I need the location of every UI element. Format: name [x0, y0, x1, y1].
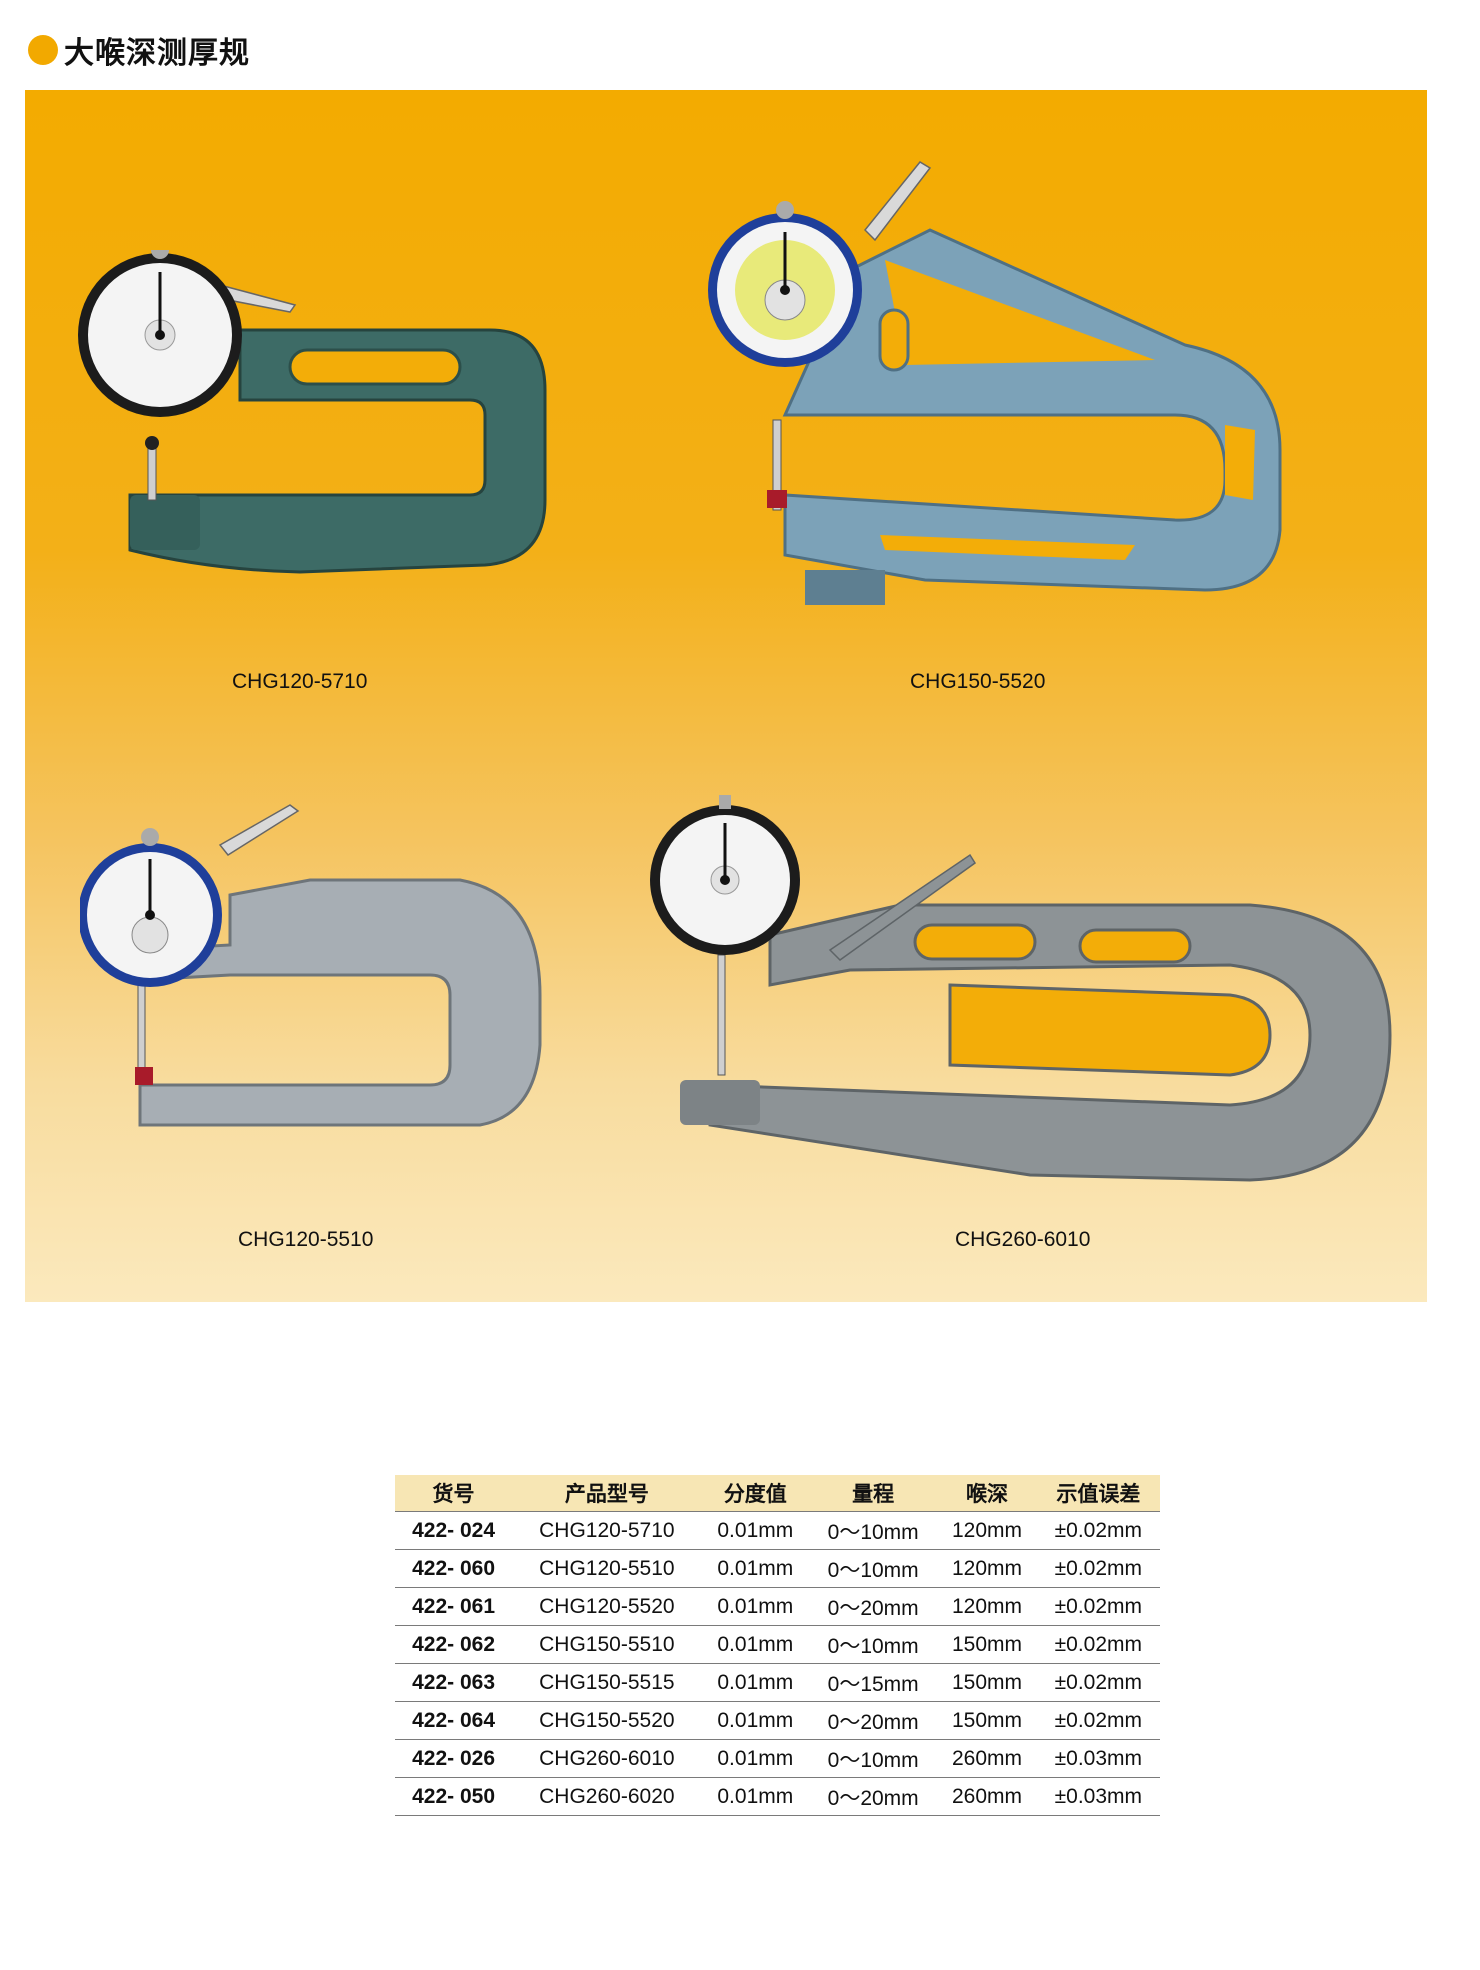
- cell-item-no: 422- 063: [395, 1663, 513, 1702]
- product-image-chg260-6010: [650, 795, 1392, 1182]
- cell-resolution: 0.01mm: [701, 1663, 809, 1702]
- cell-accuracy: ±0.02mm: [1036, 1587, 1160, 1626]
- cell-accuracy: ±0.02mm: [1036, 1701, 1160, 1740]
- cell-throat-depth: 150mm: [937, 1663, 1037, 1702]
- cell-resolution: 0.01mm: [701, 1511, 809, 1550]
- cell-accuracy: ±0.02mm: [1036, 1625, 1160, 1664]
- col-header-model: 产品型号: [512, 1475, 702, 1512]
- cell-item-no: 422- 026: [395, 1739, 513, 1778]
- cell-range: 0～10mm: [809, 1739, 938, 1778]
- table-row: 422- 026 CHG260-6010 0.01mm 0～10mm 260mm…: [395, 1739, 1160, 1778]
- product-caption: CHG260-6010: [955, 1228, 1091, 1251]
- cell-throat-depth: 260mm: [937, 1777, 1037, 1816]
- product-image-chg120-5710: [78, 250, 547, 574]
- cell-throat-depth: 150mm: [937, 1625, 1037, 1664]
- cell-resolution: 0.01mm: [701, 1739, 809, 1778]
- cell-item-no: 422- 060: [395, 1549, 513, 1588]
- cell-resolution: 0.01mm: [701, 1777, 809, 1816]
- cell-range: 0～10mm: [809, 1549, 938, 1588]
- col-header-throat-depth: 喉深: [937, 1475, 1037, 1512]
- bullet-dot-icon: [28, 35, 58, 65]
- cell-throat-depth: 120mm: [937, 1587, 1037, 1626]
- col-header-resolution: 分度值: [701, 1475, 809, 1512]
- cell-item-no: 422- 050: [395, 1777, 513, 1816]
- cell-accuracy: ±0.02mm: [1036, 1663, 1160, 1702]
- cell-resolution: 0.01mm: [701, 1587, 809, 1626]
- cell-throat-depth: 120mm: [937, 1549, 1037, 1588]
- cell-resolution: 0.01mm: [701, 1701, 809, 1740]
- cell-range: 0～20mm: [809, 1777, 938, 1816]
- product-caption: CHG120-5510: [238, 1228, 374, 1251]
- cell-accuracy: ±0.02mm: [1036, 1549, 1160, 1588]
- cell-range: 0～20mm: [809, 1587, 938, 1626]
- product-image-chg120-5510: [80, 804, 542, 1127]
- cell-throat-depth: 120mm: [937, 1511, 1037, 1550]
- section-title: 大喉深测厚规: [28, 30, 250, 71]
- cell-model: CHG260-6010: [512, 1739, 702, 1778]
- cell-model: CHG120-5520: [512, 1587, 702, 1626]
- cell-resolution: 0.01mm: [701, 1625, 809, 1664]
- cell-range: 0～10mm: [809, 1511, 938, 1550]
- cell-item-no: 422- 062: [395, 1625, 513, 1664]
- table-row: 422- 064 CHG150-5520 0.01mm 0～20mm 150mm…: [395, 1701, 1160, 1740]
- page-title: 大喉深测厚规: [64, 36, 250, 71]
- col-header-range: 量程: [809, 1475, 938, 1512]
- product-image-chg150-5520: [708, 161, 1282, 605]
- cell-throat-depth: 260mm: [937, 1739, 1037, 1778]
- spec-table: 货号 产品型号 分度值 量程 喉深 示值误差 422- 024 CHG120-5…: [395, 1475, 1160, 1816]
- cell-model: CHG120-5710: [512, 1511, 702, 1550]
- cell-throat-depth: 150mm: [937, 1701, 1037, 1740]
- cell-item-no: 422- 024: [395, 1511, 513, 1550]
- product-caption: CHG150-5520: [910, 670, 1046, 693]
- cell-model: CHG150-5510: [512, 1625, 702, 1664]
- product-caption: CHG120-5710: [232, 670, 368, 693]
- cell-range: 0～20mm: [809, 1701, 938, 1740]
- cell-model: CHG120-5510: [512, 1549, 702, 1588]
- table-row: 422- 063 CHG150-5515 0.01mm 0～15mm 150mm…: [395, 1663, 1160, 1702]
- cell-range: 0～15mm: [809, 1663, 938, 1702]
- table-header-row: 货号 产品型号 分度值 量程 喉深 示值误差: [395, 1475, 1160, 1512]
- table-row: 422- 061 CHG120-5520 0.01mm 0～20mm 120mm…: [395, 1587, 1160, 1626]
- table-row: 422- 024 CHG120-5710 0.01mm 0～10mm 120mm…: [395, 1511, 1160, 1550]
- cell-range: 0～10mm: [809, 1625, 938, 1664]
- col-header-accuracy: 示值误差: [1036, 1475, 1160, 1512]
- cell-model: CHG260-6020: [512, 1777, 702, 1816]
- table-row: 422- 050 CHG260-6020 0.01mm 0～20mm 260mm…: [395, 1777, 1160, 1816]
- cell-resolution: 0.01mm: [701, 1549, 809, 1588]
- cell-accuracy: ±0.03mm: [1036, 1777, 1160, 1816]
- cell-item-no: 422- 061: [395, 1587, 513, 1626]
- cell-item-no: 422- 064: [395, 1701, 513, 1740]
- cell-accuracy: ±0.02mm: [1036, 1511, 1160, 1550]
- cell-accuracy: ±0.03mm: [1036, 1739, 1160, 1778]
- table-row: 422- 060 CHG120-5510 0.01mm 0～10mm 120mm…: [395, 1549, 1160, 1588]
- cell-model: CHG150-5515: [512, 1663, 702, 1702]
- cell-model: CHG150-5520: [512, 1701, 702, 1740]
- col-header-item-no: 货号: [395, 1475, 513, 1512]
- table-row: 422- 062 CHG150-5510 0.01mm 0～10mm 150mm…: [395, 1625, 1160, 1664]
